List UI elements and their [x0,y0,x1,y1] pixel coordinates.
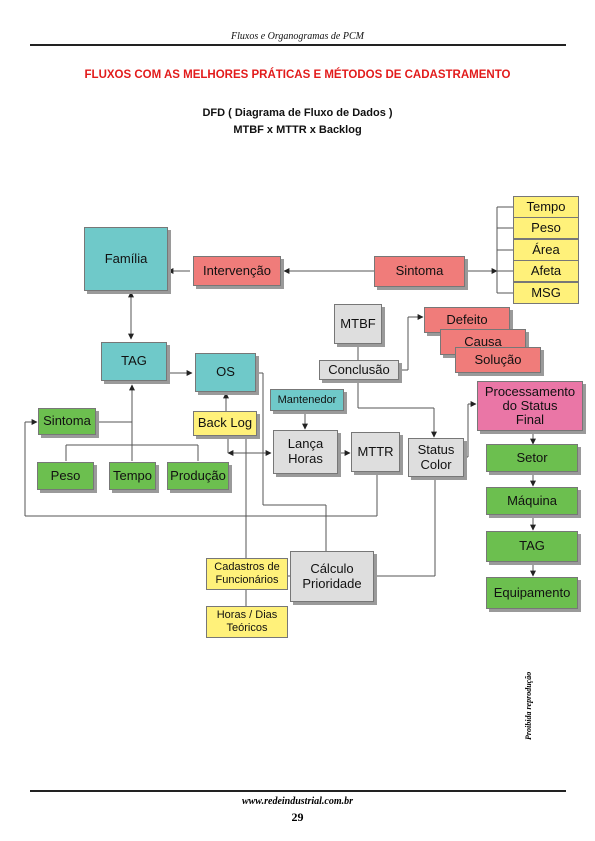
node-sintoma-left: Sintoma [38,408,96,435]
node-solucao: Solução [455,347,541,373]
attr-area: Área [513,239,579,261]
attr-msg: MSG [513,282,579,304]
footer-rule [30,790,566,792]
node-mttr: MTTR [351,432,400,472]
page-number: 29 [291,810,304,824]
node-conclusao: Conclusão [319,360,399,380]
node-maquina: Máquina [486,487,578,515]
node-peso: Peso [37,462,94,490]
node-processamento: Processamento do Status Final [477,381,583,431]
footer-site: www.redeindustrial.com.br [241,796,354,807]
node-os: OS [195,353,256,392]
header-rule [30,44,566,46]
node-equipamento: Equipamento [486,577,578,609]
subtitle-dfd: DFD ( Diagrama de Fluxo de Dados ) [202,107,393,119]
sintoma-attribute-list: Tempo Peso Área Afeta MSG [513,196,579,304]
node-horas-dias: Horas / Dias Teóricos [206,606,288,638]
node-setor: Setor [486,444,578,472]
node-sintoma-top: Sintoma [374,256,465,287]
node-mtbf: MTBF [334,304,382,344]
node-backlog: Back Log [193,411,257,436]
page-title: FLUXOS COM AS MELHORES PRÁTICAS E MÉTODO… [84,69,511,81]
node-tag: TAG [101,342,167,381]
node-cadastros: Cadastros de Funcionários [206,558,288,590]
node-familia: Família [84,227,168,291]
node-status-color: Status Color [408,438,464,477]
node-intervencao: Intervenção [193,256,281,286]
node-tag-2: TAG [486,531,578,562]
node-tempo: Tempo [109,462,156,490]
attr-afeta: Afeta [513,260,579,282]
page-header-title: Fluxos e Organogramas de PCM [231,31,364,42]
attr-peso: Peso [513,217,579,239]
subtitle-metrics: MTBF x MTTR x Backlog [233,124,362,136]
side-notice: Proibida reprodução [524,671,533,740]
node-lanca-horas: Lança Horas [273,430,338,474]
attr-tempo: Tempo [513,196,579,218]
node-mantenedor: Mantenedor [270,389,344,411]
node-calculo-prioridade: Cálculo Prioridade [290,551,374,602]
node-producao: Produção [167,462,229,490]
